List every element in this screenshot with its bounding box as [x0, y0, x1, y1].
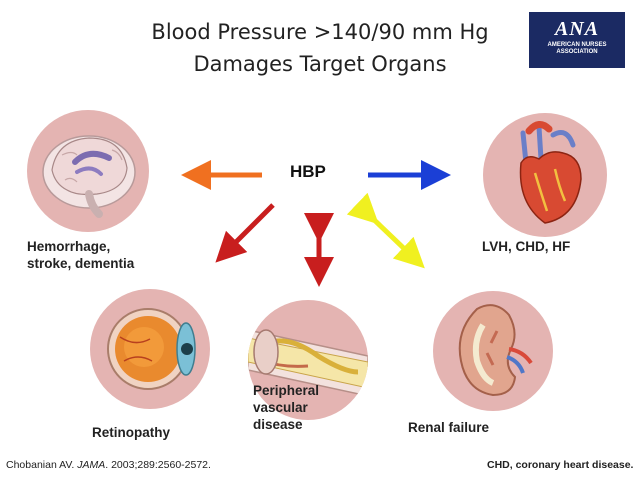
citation-journal: JAMA: [77, 459, 106, 471]
kidney-label: Renal failure: [408, 420, 490, 435]
artery-label: Peripheral vascular disease: [253, 382, 319, 433]
abbreviation-note: CHD, coronary heart disease.: [487, 459, 634, 471]
heart-icon: [519, 121, 582, 224]
heart-circle: [483, 113, 607, 237]
ana-logo: ANA AMERICAN NURSES ASSOCIATION: [529, 12, 625, 68]
eye-circle: [90, 289, 210, 409]
brain-label: Hemorrhage, stroke, dementia: [27, 238, 134, 272]
artery-label-line-2: vascular: [253, 400, 308, 415]
citation: Chobanian AV. JAMA. 2003;289:2560-2572.: [6, 459, 211, 471]
citation-authors: Chobanian AV.: [6, 459, 78, 471]
brain-icon: [42, 135, 136, 218]
brain-label-line-2: stroke, dementia: [27, 256, 135, 271]
logo-org-name: AMERICAN NURSES ASSOCIATION: [547, 42, 607, 55]
title-line-2: Damages Target Organs: [193, 52, 447, 76]
eye-label: Retinopathy: [92, 425, 171, 440]
artery-icon: [248, 329, 368, 397]
artery-label-line-1: Peripheral: [253, 383, 320, 398]
eye-icon: [107, 308, 196, 390]
citation-rest: . 2003;289:2560-2572.: [105, 459, 211, 471]
hbp-label: HBP: [290, 162, 326, 181]
artery-circle: [248, 300, 368, 420]
arrow-to-kidney: [346, 192, 425, 269]
arrow-to-eye: [215, 203, 275, 263]
logo-mark: ANA: [554, 18, 600, 40]
kidney-circle: [433, 291, 553, 411]
title-line-1: Blood Pressure >140/90 mm Hg: [151, 20, 489, 44]
slide-title: Blood Pressure >140/90 mm Hg Damages Tar…: [90, 16, 550, 80]
heart-label: LVH, CHD, HF: [482, 239, 571, 254]
brain-label-line-1: Hemorrhage,: [27, 239, 111, 254]
brain-circle: [27, 110, 149, 232]
kidney-icon: [458, 304, 533, 397]
artery-label-line-3: disease: [253, 417, 303, 432]
